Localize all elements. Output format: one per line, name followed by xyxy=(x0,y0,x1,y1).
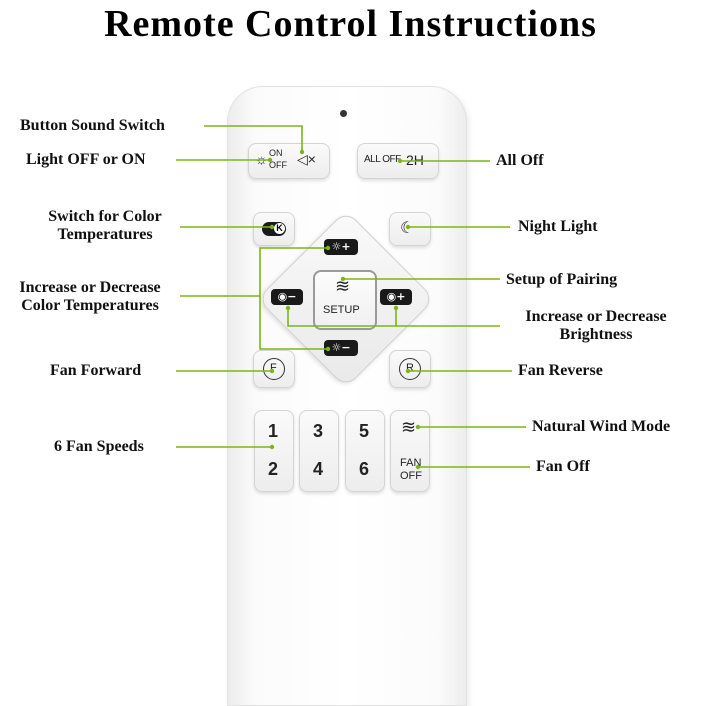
sun-icon: ☼ xyxy=(331,240,342,253)
page-title: Remote Control Instructions xyxy=(104,3,597,45)
minus-sign: − xyxy=(341,341,351,354)
setup-button[interactable]: ≋ SETUP xyxy=(313,270,377,330)
label-fan-reverse: Fan Reverse xyxy=(518,362,603,379)
setup-key-label: SETUP xyxy=(323,304,360,316)
light-sound-button[interactable]: ☼ ON OFF ◁× xyxy=(248,143,330,179)
label-inc-dec-color-line1: Increase or Decrease xyxy=(19,279,161,296)
speed-key-5-6[interactable]: 5 6 xyxy=(345,410,385,492)
label-inc-dec-bright-line2: Brightness xyxy=(559,326,633,343)
label-setup-pairing: Setup of Pairing xyxy=(506,271,618,288)
speed-key-3-4[interactable]: 3 4 xyxy=(299,410,339,492)
dot-inc-dec-color-b xyxy=(325,346,331,352)
wind-fanoff-key[interactable]: ≋ FAN OFF xyxy=(390,410,430,492)
line-button-sound xyxy=(204,125,303,152)
dot-button-sound xyxy=(299,149,305,155)
dot-six-fan-speeds xyxy=(269,444,275,450)
dot-setup-pairing xyxy=(340,276,346,282)
color-temp-switch-button[interactable]: K xyxy=(253,212,295,246)
label-switch-color-temp-line2: Temperatures xyxy=(57,226,153,243)
fan-off-key-label: OFF xyxy=(400,470,422,482)
off-label: OFF xyxy=(269,160,287,170)
label-fan-forward: Fan Forward xyxy=(50,362,142,379)
dot-all-off xyxy=(397,158,403,164)
label-inc-dec-color-line2: Color Temperatures xyxy=(21,297,159,314)
on-label: ON xyxy=(269,148,283,158)
dot-fan-reverse xyxy=(405,368,411,374)
fan-reverse-button[interactable]: R xyxy=(389,350,431,388)
dot-inc-dec-color xyxy=(325,245,331,251)
k-label: K xyxy=(274,223,285,234)
label-inc-dec-bright-line1: Increase or Decrease xyxy=(525,308,667,325)
label-six-fan-speeds: 6 Fan Speeds xyxy=(54,438,144,455)
brightness-down-button[interactable]: ☼− xyxy=(324,340,358,356)
color-temp-icon: ◉ xyxy=(277,290,288,303)
dot-inc-dec-bright xyxy=(393,305,399,311)
fan-forward-icon xyxy=(263,358,285,380)
speed-2-label: 2 xyxy=(268,459,279,479)
label-switch-color-temp: Switch for Color Temperatures xyxy=(30,208,180,244)
wifi-icon: ≋ xyxy=(335,276,351,296)
color-temp-icon: ◉ xyxy=(386,290,397,303)
line-inc-dec-color-b xyxy=(259,296,328,350)
label-fan-off: Fan Off xyxy=(536,458,590,475)
speed-1-label: 1 xyxy=(268,421,279,441)
dot-switch-color-temp xyxy=(269,224,275,230)
label-switch-color-temp-line1: Switch for Color xyxy=(48,208,162,225)
label-light-off-on: Light OFF or ON xyxy=(26,151,146,168)
timer-key-label: 2H xyxy=(406,152,424,168)
minus-sign: − xyxy=(287,290,297,303)
dot-fan-forward xyxy=(269,368,275,374)
label-natural-wind: Natural Wind Mode xyxy=(532,418,671,435)
fan-forward-button[interactable]: F xyxy=(253,350,295,388)
speed-5-label: 5 xyxy=(359,421,370,441)
all-off-key-label: ALL OFF xyxy=(364,154,401,165)
plus-sign: + xyxy=(396,290,406,303)
color-temp-toggle-icon: K xyxy=(262,222,286,236)
speed-3-label: 3 xyxy=(313,421,324,441)
line-inc-dec-color xyxy=(180,247,328,297)
speaker-mute-icon: ◁× xyxy=(297,151,316,167)
r-label: R xyxy=(406,362,414,374)
sun-icon: ☼ xyxy=(331,341,342,354)
dot-natural-wind xyxy=(415,424,421,430)
dot-fan-off xyxy=(415,464,421,470)
label-night-light: Night Light xyxy=(518,218,598,235)
remote-body xyxy=(227,86,467,706)
f-label: F xyxy=(270,362,277,374)
indicator-led xyxy=(340,110,347,117)
sun-icon: ☼ xyxy=(255,151,268,167)
color-temp-up-button[interactable]: ◉+ xyxy=(380,289,412,305)
wind-waves-icon: ≋ xyxy=(401,417,417,437)
speed-6-label: 6 xyxy=(359,459,370,479)
label-all-off: All Off xyxy=(496,152,544,169)
color-temp-down-button[interactable]: ◉− xyxy=(271,289,303,305)
dot-night-light xyxy=(405,224,411,230)
dot-inc-dec-bright-b xyxy=(285,305,291,311)
night-light-button[interactable]: ☾ xyxy=(389,212,431,246)
label-inc-dec-brightness: Increase or Decrease Brightness xyxy=(504,308,688,344)
speed-key-1-2[interactable]: 1 2 xyxy=(254,410,294,492)
speed-4-label: 4 xyxy=(313,459,324,479)
label-inc-dec-color: Increase or Decrease Color Temperatures xyxy=(0,279,180,315)
fan-reverse-icon xyxy=(399,358,421,380)
brightness-up-button[interactable]: ☼+ xyxy=(324,239,358,255)
plus-sign: + xyxy=(341,240,351,253)
dot-light-off-on xyxy=(267,157,273,163)
line-inc-dec-bright-b xyxy=(287,308,396,327)
line-inc-dec-bright xyxy=(395,308,500,327)
label-button-sound-switch: Button Sound Switch xyxy=(20,117,165,134)
